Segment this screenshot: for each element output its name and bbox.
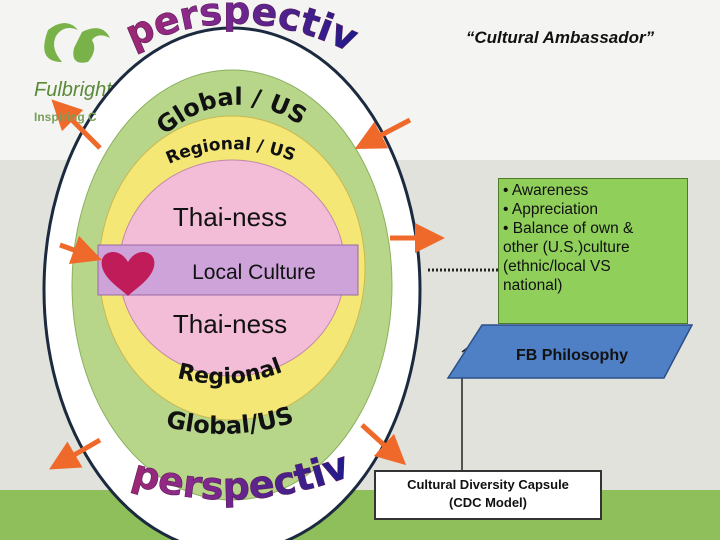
arrow-top-left <box>51 99 102 150</box>
thai-ness-top-label: Thai-ness <box>173 202 287 232</box>
heart-icon <box>101 251 155 296</box>
bullet-item: (ethnic/local VS <box>503 258 611 275</box>
fulbright-logo: Fulbright <box>34 23 113 101</box>
footer-band <box>0 490 720 540</box>
cultural-ambassador-quote: “Cultural Ambassador” <box>465 28 655 47</box>
fb-philosophy-shape <box>446 324 694 379</box>
bullet-item: • Awareness <box>503 182 589 199</box>
bullet-item: other (U.S.)culture <box>503 239 630 256</box>
capsule-subtitle: (CDC Model) <box>449 495 527 510</box>
bullet-item: national) <box>503 277 563 294</box>
bullet-item: • Appreciation <box>503 201 599 218</box>
arrow-bottom-left <box>49 437 102 470</box>
cdc-model-box: Cultural Diversity Capsule (CDC Model) <box>374 470 602 520</box>
thai-ness-bottom-label: Thai-ness <box>173 309 287 339</box>
local-culture-label: Local Culture <box>192 261 316 284</box>
arrow-mid-left <box>59 235 103 265</box>
arrow-top-right <box>354 117 412 149</box>
bullet-item: • Balance of own & <box>503 220 634 237</box>
fb-philosophy-label: FB Philosophy <box>516 347 628 364</box>
capsule-title: Cultural Diversity Capsule <box>407 477 569 492</box>
logo-text: Fulbright <box>34 79 113 101</box>
bullet-box: • Awareness • Appreciation • Balance of … <box>498 178 688 324</box>
tagline: Inspiring C <box>34 110 97 124</box>
arrow-bottom-right <box>360 423 407 466</box>
